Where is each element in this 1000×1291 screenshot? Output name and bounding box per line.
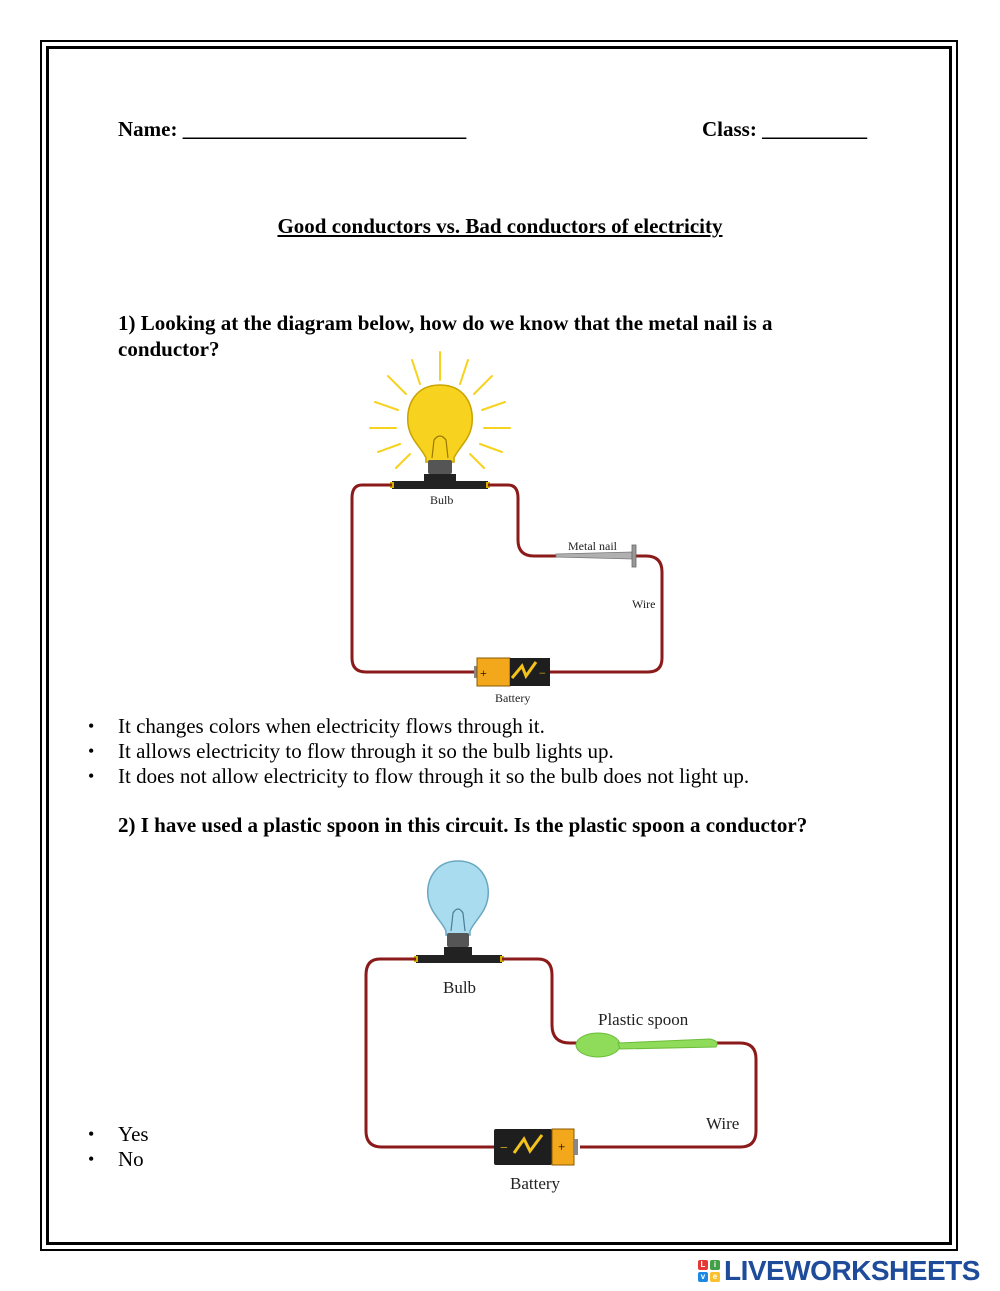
battery-label: Battery xyxy=(510,1174,561,1193)
page-border-inner xyxy=(46,46,952,1245)
circuit-diagram-plastic-spoon: − + Bulb Plastic spoon Wire Battery xyxy=(364,860,758,1193)
light-bulb-icon xyxy=(427,860,489,955)
worksheet-title: Good conductors vs. Bad conductors of el… xyxy=(277,214,723,238)
svg-text:+: + xyxy=(558,1139,565,1154)
bulb-label: Bulb xyxy=(430,493,453,507)
page-border-outer xyxy=(40,40,958,1251)
light-rays-icon xyxy=(369,351,511,469)
question-1-text: 1) Looking at the diagram below, how do … xyxy=(118,311,773,361)
light-bulb-icon xyxy=(407,384,473,482)
wire-label: Wire xyxy=(706,1114,739,1133)
bulb-label: Bulb xyxy=(443,978,476,997)
question-2-options: Yes No xyxy=(88,1122,149,1172)
answer-option-no[interactable]: No xyxy=(88,1147,149,1172)
wire-label: Wire xyxy=(632,597,656,611)
circuit-diagram-metal-nail: + − Bulb Metal nail Wire Battery xyxy=(350,351,664,705)
battery-icon: − + xyxy=(494,1128,578,1166)
svg-text:+: + xyxy=(480,666,487,680)
question-2-text: 2) I have used a plastic spoon in this c… xyxy=(118,813,808,837)
wire xyxy=(350,483,664,674)
answer-option-yes[interactable]: Yes xyxy=(88,1122,148,1147)
battery-label: Battery xyxy=(495,691,530,705)
plastic-spoon-icon xyxy=(575,1032,718,1058)
logo-text: LIVEWORKSHEETS xyxy=(724,1255,980,1286)
battery-icon: + − xyxy=(474,657,550,687)
class-field-label: Class: __________ xyxy=(702,117,868,141)
name-field-label: Name: ___________________________ xyxy=(118,117,467,141)
plastic-spoon-label: Plastic spoon xyxy=(598,1010,689,1029)
svg-text:−: − xyxy=(539,666,546,680)
liveworksheets-logo[interactable]: L i v e LIVEWORKSHEETS xyxy=(698,1255,980,1286)
answer-option[interactable]: It changes colors when electricity flows… xyxy=(88,714,749,739)
answer-option[interactable]: It does not allow electricity to flow th… xyxy=(88,764,749,789)
question-1-options: It changes colors when electricity flows… xyxy=(88,714,749,789)
metal-nail-label: Metal nail xyxy=(568,539,618,553)
wire xyxy=(364,957,758,1149)
svg-text:−: − xyxy=(500,1141,508,1156)
metal-nail-icon xyxy=(555,544,637,568)
bulb-holder xyxy=(416,955,502,963)
answer-option[interactable]: It allows electricity to flow through it… xyxy=(88,739,749,764)
bulb-holder xyxy=(392,481,488,489)
logo-mark-icon: L i v e xyxy=(698,1260,720,1282)
